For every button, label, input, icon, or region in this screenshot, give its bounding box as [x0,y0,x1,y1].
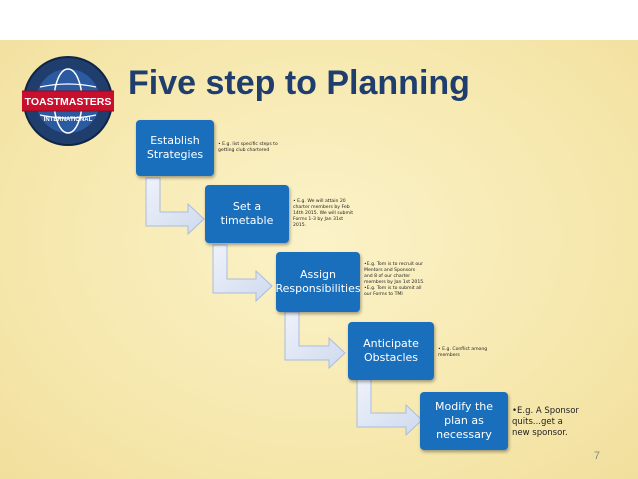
toastmasters-logo: TOASTMASTERS INTERNATIONAL [22,56,114,146]
step-box-set-a-timetable: Set a timetable [205,185,289,243]
step-box-anticipate-obstacles: Anticipate Obstacles [348,322,434,380]
step-box-modify-the-plan: Modify the plan as necessary [420,392,508,450]
page-number: 7 [593,450,600,462]
step-note-1: • E.g. list specific steps to getting cl… [218,142,278,153]
step-box-establish-strategies: Establish Strategies [136,120,214,176]
step-box-assign-responsibilities: Assign Responsibilities [275,252,361,312]
slide-title: Five step to Planning [128,64,470,102]
step-note-2: • E.g. We will attain 20 charter members… [293,199,354,228]
step-note-5: •E.g. A Sponsor quits...get a new sponso… [512,406,579,438]
step-arrow-2 [212,244,273,303]
logo-text-bottom: INTERNATIONAL [44,117,93,123]
step-arrow-1 [145,177,205,236]
logo-text-top: TOASTMASTERS [25,96,112,108]
step-arrow-3 [284,311,346,370]
top-white-band [0,0,638,40]
step-note-4: • E.g. Conflict among members [438,347,488,358]
step-note-3: •E.g. Tom is to recruit our Mentors and … [364,262,425,297]
step-arrow-4 [356,378,423,437]
